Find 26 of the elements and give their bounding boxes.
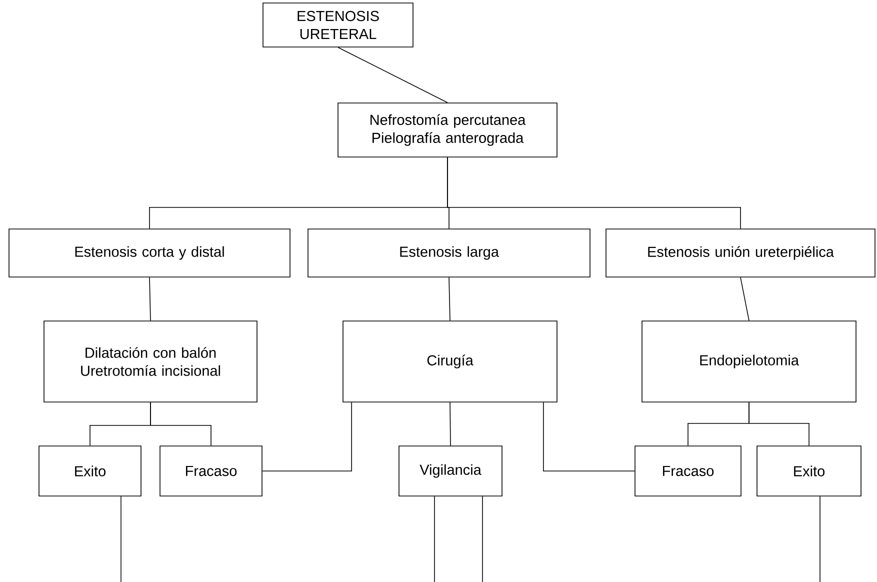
process-box: Fracaso — [160, 446, 262, 496]
process-box: Exito — [756, 446, 862, 496]
connector-line — [150, 402, 212, 446]
connector-line — [448, 277, 450, 321]
process-box: Exito — [38, 446, 142, 496]
process-box: Endopielotomia — [642, 320, 856, 402]
connector-line — [149, 277, 151, 321]
process-box: Vigilancia — [398, 446, 502, 496]
process-box: Estenosis larga — [308, 228, 590, 278]
connector-line — [740, 277, 750, 321]
connector-line — [447, 157, 741, 229]
connector-line — [262, 402, 352, 472]
process-box: Estenosis corta y distal — [8, 228, 290, 278]
connector-line — [543, 402, 635, 472]
process-box: ESTENOSIS URETERAL — [262, 2, 414, 48]
process-box: Dilatación con balón Uretrotomía incisional — [44, 320, 258, 402]
connector-line — [450, 402, 451, 446]
process-box: Cirugía — [342, 320, 558, 402]
connector-line — [338, 47, 448, 103]
process-box: Nefrostomía percutanea Pielografía anterograda — [338, 102, 558, 158]
connector-line — [748, 402, 810, 446]
connector-line — [482, 496, 483, 582]
connector-line — [434, 496, 435, 582]
process-box: Fracaso — [634, 446, 742, 496]
process-box: Estenosis unión ureterpiélica — [606, 228, 876, 278]
connector-line — [120, 496, 122, 582]
